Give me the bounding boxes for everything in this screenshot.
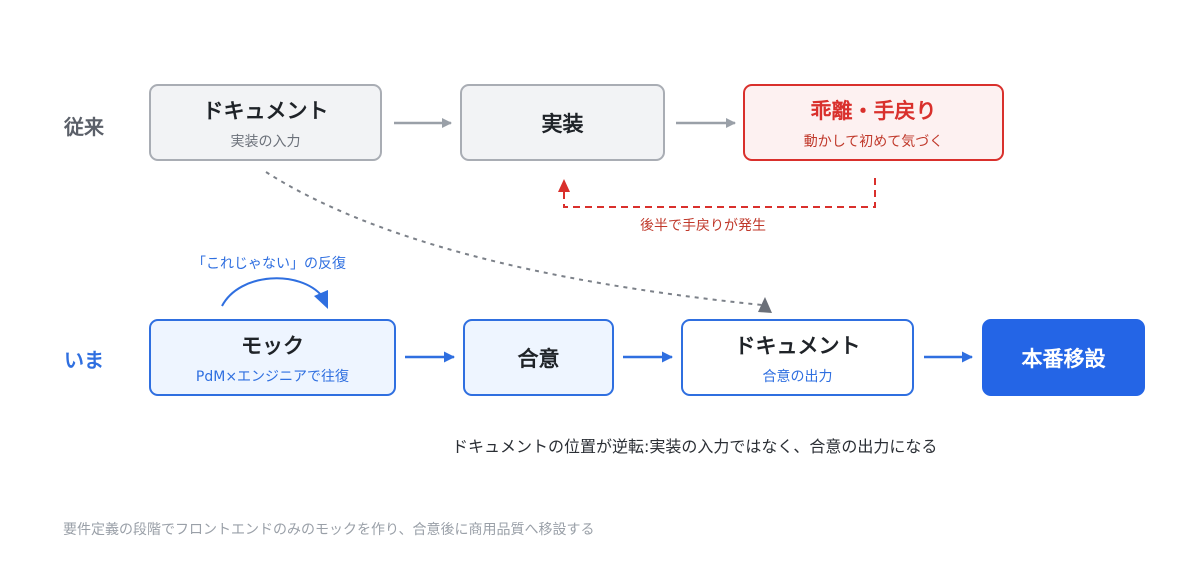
new-doc-subtitle: 合意の出力 — [762, 368, 833, 385]
iteration-loop-arc — [221, 277, 323, 307]
footnote: 要件定義の段階でフロントエンドのみのモックを作り、合意後に商用品質へ移設する — [63, 522, 595, 538]
old-rework-title: 乖離・手戻り — [810, 98, 937, 123]
doc-shift-curve — [265, 171, 763, 306]
old-impl-box: 実装 — [460, 84, 665, 161]
new-doc-box: ドキュメント 合意の出力 — [681, 319, 914, 396]
doc-shift-arrowhead — [758, 297, 772, 313]
rework-feedback-label: 後半で手戻りが発生 — [640, 218, 766, 234]
old-rework-box: 乖離・手戻り 動かして初めて気づく — [743, 84, 1004, 161]
old-doc-subtitle: 実装の入力 — [230, 133, 301, 150]
new-mock-box: モック PdM×エンジニアで往復 — [149, 319, 396, 396]
old-doc-box: ドキュメント 実装の入力 — [149, 84, 382, 161]
old-doc-title: ドキュメント — [202, 98, 329, 123]
iteration-loop-arrowhead — [314, 290, 328, 309]
iteration-loop-label: 「これじゃない」の反復 — [192, 256, 346, 272]
rework-feedback-line — [563, 178, 876, 208]
old-impl-title: 実装 — [541, 111, 584, 136]
new-agree-title: 合意 — [517, 346, 560, 371]
old-rework-subtitle: 動かして初めて気づく — [803, 133, 944, 150]
new-mock-subtitle: PdM×エンジニアで往復 — [195, 368, 350, 385]
new-agree-box: 合意 — [463, 319, 614, 396]
new-prod-title: 本番移設 — [1021, 346, 1106, 371]
new-prod-box: 本番移設 — [982, 319, 1145, 396]
new-doc-title: ドキュメント — [734, 333, 861, 358]
new-mock-title: モック — [241, 333, 304, 358]
new-row-label: いま — [64, 348, 104, 372]
caption: ドキュメントの位置が逆転:実装の入力ではなく、合意の出力になる — [452, 437, 938, 456]
old-row-label: 従来 — [64, 115, 104, 139]
rework-feedback-arrowhead — [558, 179, 570, 192]
